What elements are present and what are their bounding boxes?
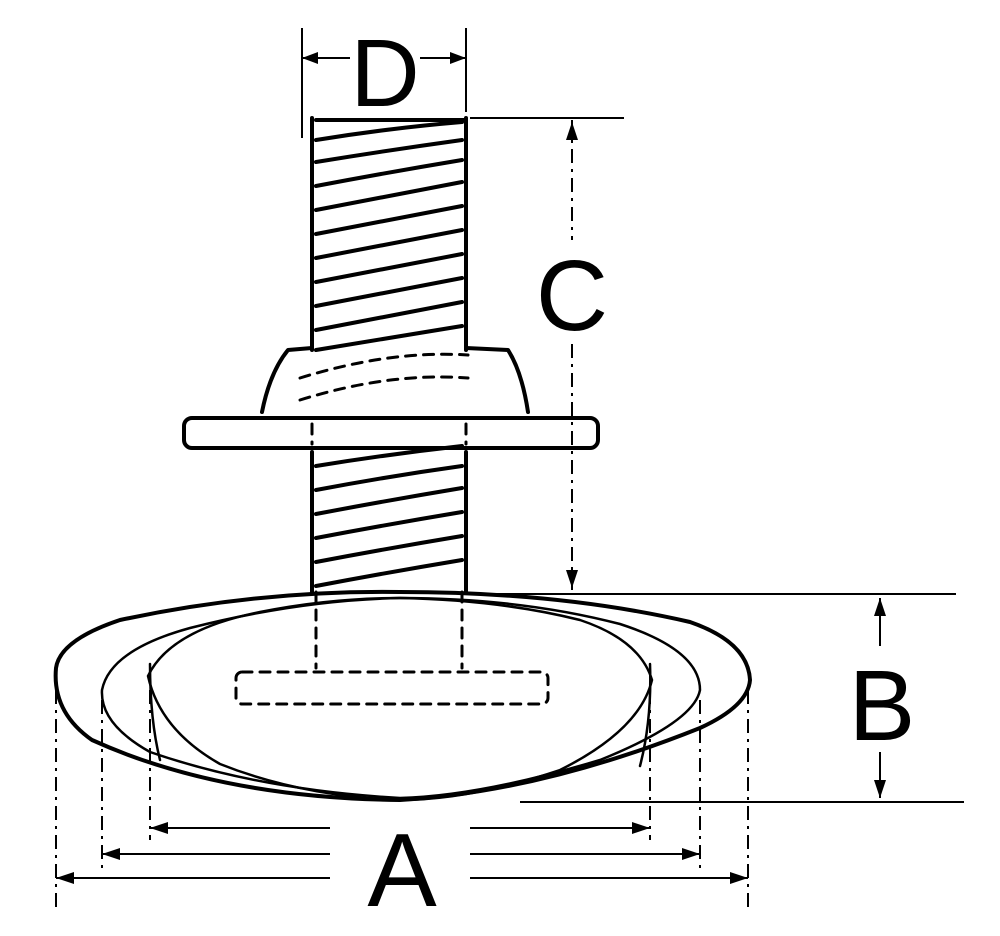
transducer-head: [53, 589, 752, 802]
label-c: C: [536, 240, 608, 352]
label-b: B: [849, 650, 916, 762]
flange-washer: [182, 416, 600, 450]
threaded-shaft-lower: [310, 444, 468, 594]
label-a: A: [367, 813, 437, 929]
label-d: D: [350, 20, 419, 127]
dimension-a: A: [55, 690, 749, 929]
threaded-shaft: [310, 116, 468, 352]
dimension-b: B: [470, 593, 964, 803]
hull-nut: [260, 346, 530, 414]
thread-lines-upper: [314, 120, 464, 352]
dimension-c: C: [470, 117, 624, 592]
dimension-d: D: [301, 20, 467, 138]
